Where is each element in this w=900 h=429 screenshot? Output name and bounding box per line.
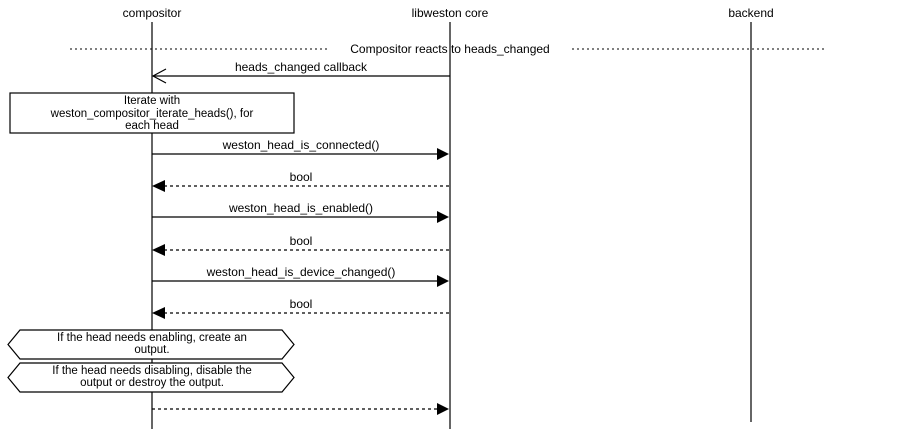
message-weston-head-is-device-changed: weston_head_is_device_changed() xyxy=(152,265,449,287)
condition-line-2: output or destroy the output. xyxy=(80,377,224,389)
arrowhead-filled-icon xyxy=(437,211,449,223)
lifelines-group xyxy=(151,22,752,429)
message-weston-head-is-enabled: weston_head_is_enabled() xyxy=(152,201,449,223)
note-box-frame xyxy=(9,92,295,134)
condition-hexagon-frame xyxy=(7,362,295,393)
message-final-return xyxy=(152,403,449,415)
condition-disable-head: If the head needs disabling, disable the… xyxy=(7,362,295,393)
arrowhead-filled-icon xyxy=(437,148,449,160)
arrowhead-filled-icon xyxy=(152,180,165,192)
message-bool-1: bool xyxy=(152,170,449,192)
arrowhead-filled-icon xyxy=(437,275,449,287)
message-bool-2: bool xyxy=(152,234,449,256)
condition-line-2: output. xyxy=(134,344,169,356)
message-label: weston_head_is_device_changed() xyxy=(206,265,396,279)
message-label: bool xyxy=(290,234,313,248)
arrowhead-filled-icon xyxy=(152,307,165,319)
divider-label: Compositor reacts to heads_changed xyxy=(350,42,549,56)
condition-hexagon-frame xyxy=(7,329,295,360)
arrowhead-filled-icon xyxy=(152,244,165,256)
message-label: weston_head_is_connected() xyxy=(222,138,380,152)
condition-enable-head: If the head needs enabling, create an ou… xyxy=(7,329,295,360)
message-bool-3: bool xyxy=(152,297,449,319)
message-weston-head-is-connected: weston_head_is_connected() xyxy=(152,138,449,160)
message-label: weston_head_is_enabled() xyxy=(228,201,373,215)
message-label: heads_changed callback xyxy=(235,60,368,74)
arrowhead-filled-icon xyxy=(437,403,449,415)
message-heads-changed-callback: heads_changed callback xyxy=(151,60,450,84)
note-iterate-heads: Iterate with weston_compositor_iterate_h… xyxy=(9,92,295,134)
note-line-3: each head xyxy=(125,120,179,132)
participant-labels-group: compositor libweston core backend xyxy=(123,6,774,20)
condition-line-1: If the head needs enabling, create an xyxy=(57,332,247,344)
condition-line-1: If the head needs disabling, disable the xyxy=(52,365,251,377)
participant-label-backend: backend xyxy=(728,6,773,20)
participant-label-libweston-core: libweston core xyxy=(412,6,489,20)
message-label: bool xyxy=(290,297,313,311)
note-line-2: weston_compositor_iterate_heads(), for xyxy=(50,108,254,120)
participant-label-compositor: compositor xyxy=(123,6,182,20)
divider-compositor-reacts: Compositor reacts to heads_changed xyxy=(70,42,826,56)
note-line-1: Iterate with xyxy=(124,95,180,107)
arrowhead-open-icon xyxy=(151,68,167,84)
message-label: bool xyxy=(290,170,313,184)
